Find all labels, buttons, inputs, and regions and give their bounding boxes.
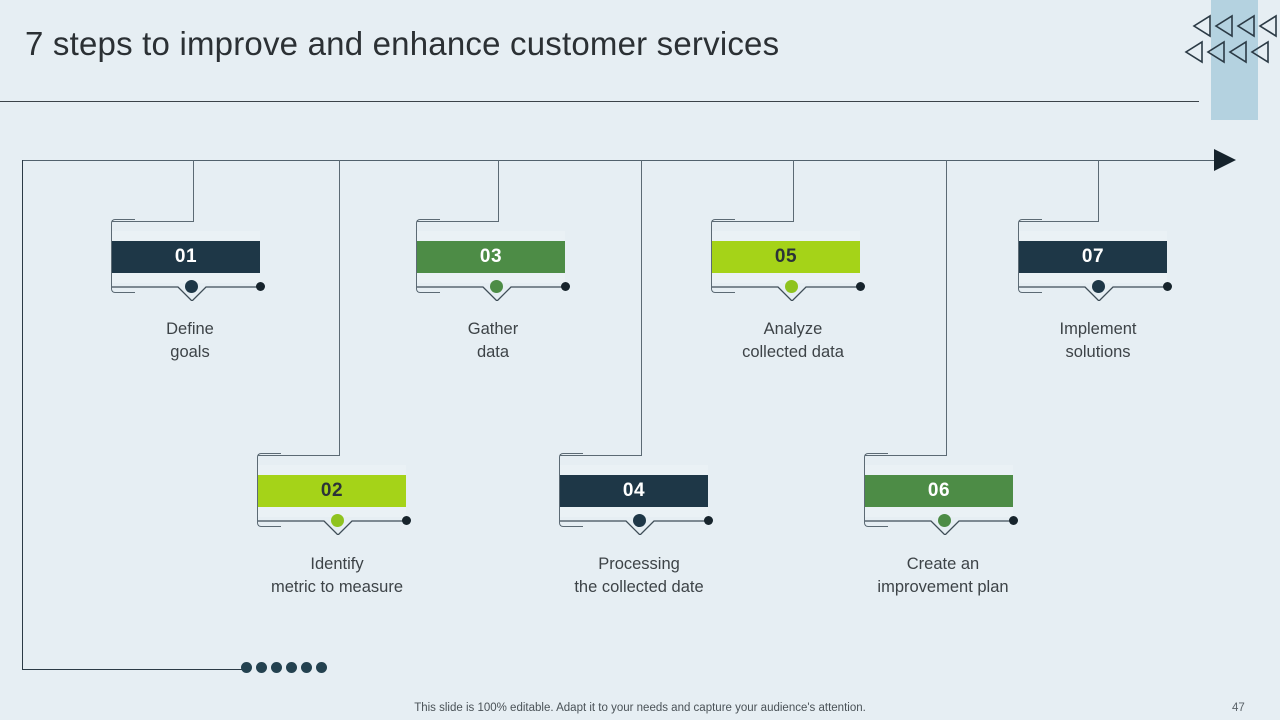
step-node-04 — [633, 514, 646, 527]
connector-drop-02 — [339, 160, 340, 455]
connector-elbow-05 — [712, 221, 794, 222]
step-number-box-05: 05 — [712, 241, 860, 273]
step-number-box-04: 04 — [560, 475, 708, 507]
step-bracket-02 — [257, 453, 281, 527]
step-caption-line2-04: the collected date — [574, 578, 704, 596]
title-divider — [0, 101, 1199, 102]
connector-drop-06 — [946, 160, 947, 455]
step-enddot-05 — [856, 282, 865, 291]
step-notch-02 — [258, 520, 406, 535]
connector-elbow-07 — [1019, 221, 1099, 222]
step-bracket-05 — [711, 219, 735, 293]
connector-elbow-03 — [417, 221, 499, 222]
step-number-box-02: 02 — [258, 475, 406, 507]
step-caption-line1-07: Implement — [1059, 320, 1137, 338]
step-caption-line2-06: improvement plan — [877, 578, 1009, 596]
step-marker-01[interactable]: 01 — [111, 219, 265, 303]
step-number-label-02: 02 — [320, 480, 344, 501]
step-caption-02: Identify metric to measure — [222, 553, 452, 599]
step-caption-07: Implement solutions — [983, 318, 1213, 364]
step-caption-line1-04: Processing — [598, 555, 680, 573]
step-caption-line1-01: Define — [166, 320, 214, 338]
connector-drop-01 — [193, 160, 194, 221]
step-number-box-06: 06 — [865, 475, 1013, 507]
header-accent-bar — [1211, 0, 1258, 120]
step-notch-05 — [712, 286, 860, 301]
step-marker-04[interactable]: 04 — [559, 453, 713, 537]
step-caption-line2-05: collected data — [742, 343, 844, 361]
step-caption-01: Define goals — [75, 318, 305, 364]
step-node-06 — [938, 514, 951, 527]
step-caption-05: Analyze collected data — [678, 318, 908, 364]
step-number-label-01: 01 — [174, 246, 198, 267]
step-enddot-04 — [704, 516, 713, 525]
step-enddot-01 — [256, 282, 265, 291]
frame-bottom-border — [22, 669, 247, 670]
step-caption-03: Gather data — [378, 318, 608, 364]
page-title: 7 steps to improve and enhance customer … — [25, 25, 780, 62]
step-caption-line1-05: Analyze — [763, 320, 823, 338]
step-node-07 — [1092, 280, 1105, 293]
step-caption-line1-03: Gather — [467, 320, 519, 338]
step-marker-06[interactable]: 06 — [864, 453, 1018, 537]
step-number-box-01: 01 — [112, 241, 260, 273]
page-number: 47 — [1232, 702, 1245, 714]
step-node-03 — [490, 280, 503, 293]
step-number-label-04: 04 — [622, 480, 646, 501]
step-number-label-07: 07 — [1081, 246, 1105, 267]
arrow-right-icon — [1214, 149, 1236, 171]
step-caption-06: Create an improvement plan — [828, 553, 1058, 599]
step-number-label-05: 05 — [774, 246, 798, 267]
step-caption-04: Processing the collected date — [524, 553, 754, 599]
step-caption-line2-07: solutions — [1065, 343, 1131, 361]
step-number-box-07: 07 — [1019, 241, 1167, 273]
step-marker-03[interactable]: 03 — [416, 219, 570, 303]
decorative-dot-row — [241, 662, 336, 677]
connector-drop-07 — [1098, 160, 1099, 221]
step-notch-07 — [1019, 286, 1167, 301]
step-number-label-06: 06 — [927, 480, 951, 501]
decorative-triangles — [1180, 10, 1280, 65]
step-notch-01 — [112, 286, 260, 301]
step-bracket-01 — [111, 219, 135, 293]
connector-drop-05 — [793, 160, 794, 221]
step-enddot-03 — [561, 282, 570, 291]
connector-elbow-02 — [258, 455, 340, 456]
step-enddot-02 — [402, 516, 411, 525]
step-notch-04 — [560, 520, 708, 535]
step-bracket-07 — [1018, 219, 1042, 293]
connector-elbow-06 — [865, 455, 947, 456]
connector-elbow-01 — [112, 221, 194, 222]
step-caption-line1-06: Create an — [906, 555, 980, 573]
triangle-left-icon-group — [1184, 14, 1277, 64]
step-bracket-04 — [559, 453, 583, 527]
footer-note: This slide is 100% editable. Adapt it to… — [414, 702, 866, 714]
step-bracket-06 — [864, 453, 888, 527]
step-caption-line1-02: Identify — [310, 555, 364, 573]
timeline-axis-line — [22, 160, 1218, 161]
step-marker-05[interactable]: 05 — [711, 219, 865, 303]
step-notch-06 — [865, 520, 1013, 535]
step-marker-02[interactable]: 02 — [257, 453, 411, 537]
connector-elbow-04 — [560, 455, 642, 456]
connector-drop-03 — [498, 160, 499, 221]
step-enddot-06 — [1009, 516, 1018, 525]
step-caption-line2-02: metric to measure — [270, 578, 404, 596]
connector-drop-04 — [641, 160, 642, 455]
step-notch-03 — [417, 286, 565, 301]
step-bracket-03 — [416, 219, 440, 293]
step-enddot-07 — [1163, 282, 1172, 291]
step-node-05 — [785, 280, 798, 293]
step-caption-line2-03: data — [476, 343, 510, 361]
step-caption-line2-01: goals — [170, 343, 210, 361]
step-node-02 — [331, 514, 344, 527]
frame-left-border — [22, 160, 23, 670]
step-marker-07[interactable]: 07 — [1018, 219, 1172, 303]
step-number-box-03: 03 — [417, 241, 565, 273]
step-node-01 — [185, 280, 198, 293]
step-number-label-03: 03 — [479, 246, 503, 267]
